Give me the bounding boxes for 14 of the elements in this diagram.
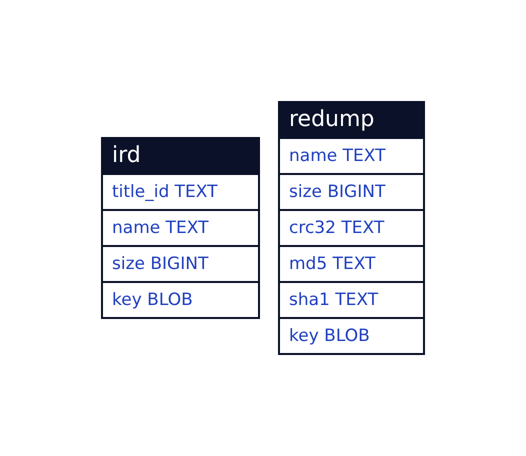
column-row: name TEXT <box>103 209 258 245</box>
column-row: md5 TEXT <box>280 245 423 281</box>
table-box <box>101 137 260 319</box>
table-header: redump <box>280 103 423 137</box>
column-row: size BIGINT <box>103 245 258 281</box>
column-row: size BIGINT <box>280 173 423 209</box>
column-row: key BLOB <box>103 281 258 317</box>
column-row: key BLOB <box>280 317 423 353</box>
table-box <box>278 101 425 355</box>
column-row: name TEXT <box>280 137 423 173</box>
column-row: crc32 TEXT <box>280 209 423 245</box>
column-row: sha1 TEXT <box>280 281 423 317</box>
column-row: title_id TEXT <box>103 173 258 209</box>
table-header: ird <box>103 139 258 173</box>
